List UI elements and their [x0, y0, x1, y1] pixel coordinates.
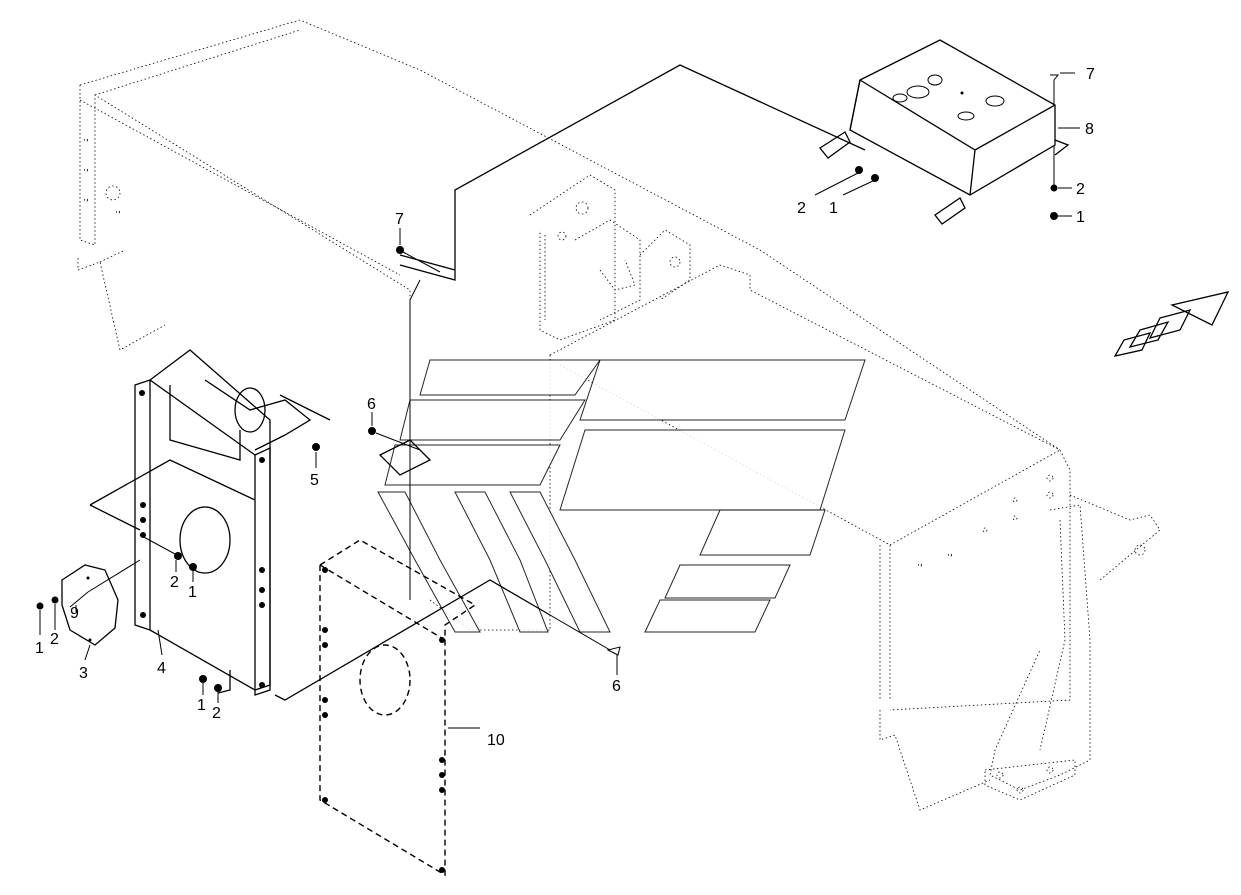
callout-2-right: 2 [1076, 181, 1085, 198]
callout-7-top-right: 7 [1086, 66, 1095, 83]
callout-3: 3 [79, 665, 88, 682]
callout-2-top: 2 [797, 200, 806, 217]
part-4-housing [89, 349, 551, 701]
part-10-plate [319, 539, 477, 877]
direction-arrow-icon [1113, 291, 1230, 357]
callout-1-housing: 1 [188, 584, 197, 601]
callout-7-top-left: 7 [395, 211, 404, 228]
callout-10: 10 [487, 732, 505, 749]
fasteners [36, 74, 1060, 692]
callout-2-housing: 2 [170, 574, 179, 591]
callout-1-left: 1 [35, 640, 44, 657]
watermark-logo [377, 359, 866, 633]
callout-8: 8 [1085, 121, 1094, 138]
part-3-plate [61, 564, 119, 646]
callout-9: 9 [70, 605, 79, 622]
upper-cover-plate [399, 64, 866, 600]
callout-1-top: 1 [829, 200, 838, 217]
callout-labels: 7 8 2 1 2 1 7 6 5 2 1 9 2 1 3 4 1 2 6 10 [35, 66, 1095, 749]
callout-2-bottom: 2 [212, 705, 221, 722]
frame-phantom-lines [77, 19, 1161, 811]
callout-6-lower: 6 [612, 678, 621, 695]
callout-1-bottom: 1 [197, 697, 206, 714]
callout-2-left: 2 [50, 631, 59, 648]
callout-1-right: 1 [1076, 209, 1085, 226]
callout-4: 4 [157, 660, 166, 677]
part-8-cover [819, 39, 1070, 225]
callout-6-upper: 6 [367, 396, 376, 413]
callout-5: 5 [310, 472, 319, 489]
leader-lines [39, 72, 1080, 729]
